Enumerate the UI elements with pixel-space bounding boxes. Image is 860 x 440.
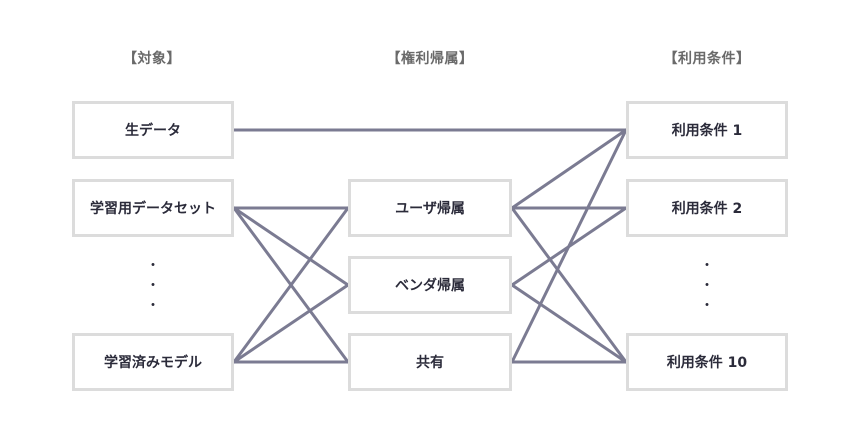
rights-box-user: ユーザ帰属 [348, 179, 512, 237]
connector-trained_model-to-user [232, 206, 350, 364]
subject-ellipsis: ・・・ [146, 258, 160, 314]
subject-box-trained-model: 学習済みモデル [72, 333, 234, 391]
terms-box-10: 利用条件 10 [626, 333, 788, 391]
connector-user-to-term10 [510, 206, 628, 364]
terms-box-1: 利用条件 1 [626, 101, 788, 159]
terms-box-2: 利用条件 2 [626, 179, 788, 237]
header-rights: 【権利帰属】 [386, 51, 474, 67]
connector-training_dataset-to-vendor [232, 206, 350, 287]
terms-ellipsis: ・・・ [700, 258, 714, 314]
subject-box-training-dataset: 学習用データセット [72, 179, 234, 237]
rights-box-vendor: ベンダ帰属 [348, 256, 512, 314]
header-subject: 【対象】 [123, 51, 181, 67]
connector-user-to-term1 [510, 128, 628, 210]
connector-trained_model-to-vendor [232, 283, 350, 364]
connector-shared-to-term1 [510, 128, 628, 364]
connector-vendor-to-term10 [510, 283, 628, 364]
rights-box-shared: 共有 [348, 333, 512, 391]
subject-box-raw-data: 生データ [72, 101, 234, 159]
header-terms: 【利用条件】 [663, 51, 751, 67]
